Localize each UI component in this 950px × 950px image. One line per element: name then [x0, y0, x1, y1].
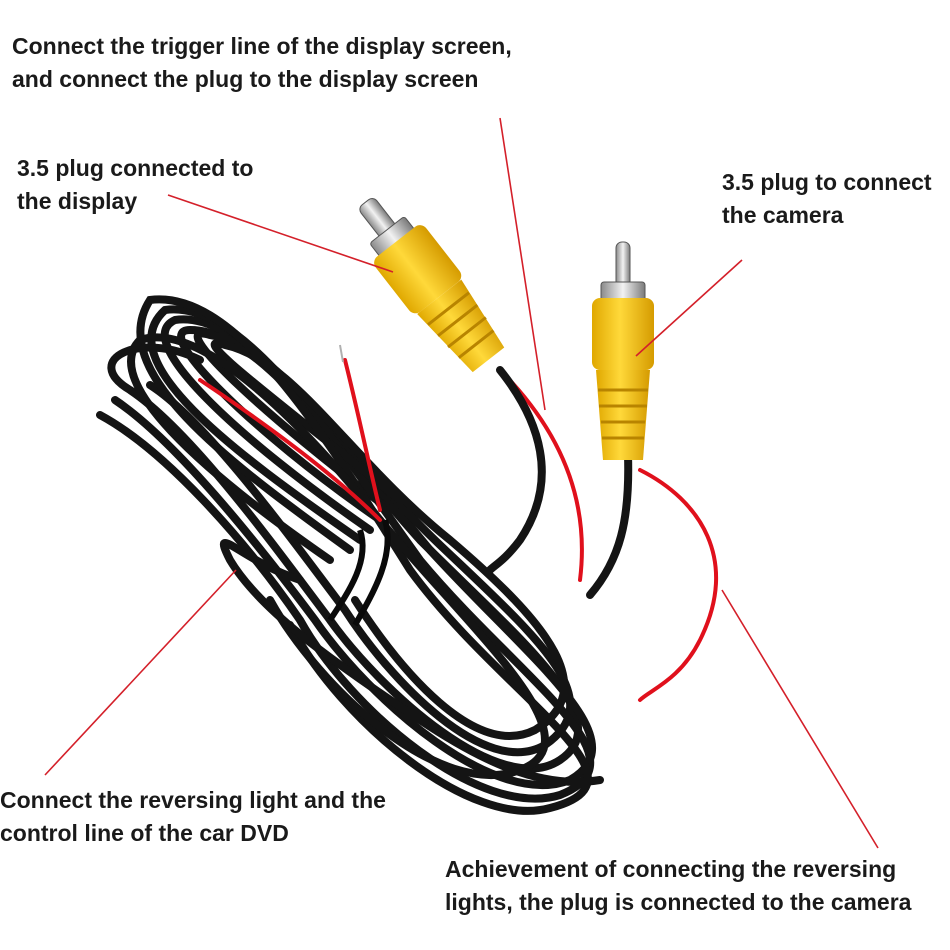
leader-achievement [721, 589, 879, 849]
leader-trigger [499, 117, 546, 411]
label-achievement: Achievement of connecting the reversing … [445, 856, 912, 915]
label-plug-display: 3.5 plug connected to the display [17, 155, 254, 214]
cable-tie [327, 519, 391, 627]
label-plug-camera: 3.5 plug to connect the camera [722, 169, 932, 228]
leader-lines [44, 117, 879, 849]
leader-plug-display [167, 194, 394, 273]
label-reversing: Connect the reversing light and the cont… [0, 787, 386, 846]
camera-rca-plug [592, 241, 654, 460]
display-plug-lead [486, 366, 546, 574]
leader-plug-camera [635, 259, 743, 357]
leader-reversing [44, 569, 237, 776]
red-wire-tip [339, 344, 344, 363]
label-trigger: Connect the trigger line of the display … [12, 33, 512, 92]
cable-coil [96, 295, 604, 815]
camera-plug-lead [586, 451, 633, 599]
display-rca-plug [359, 198, 505, 373]
